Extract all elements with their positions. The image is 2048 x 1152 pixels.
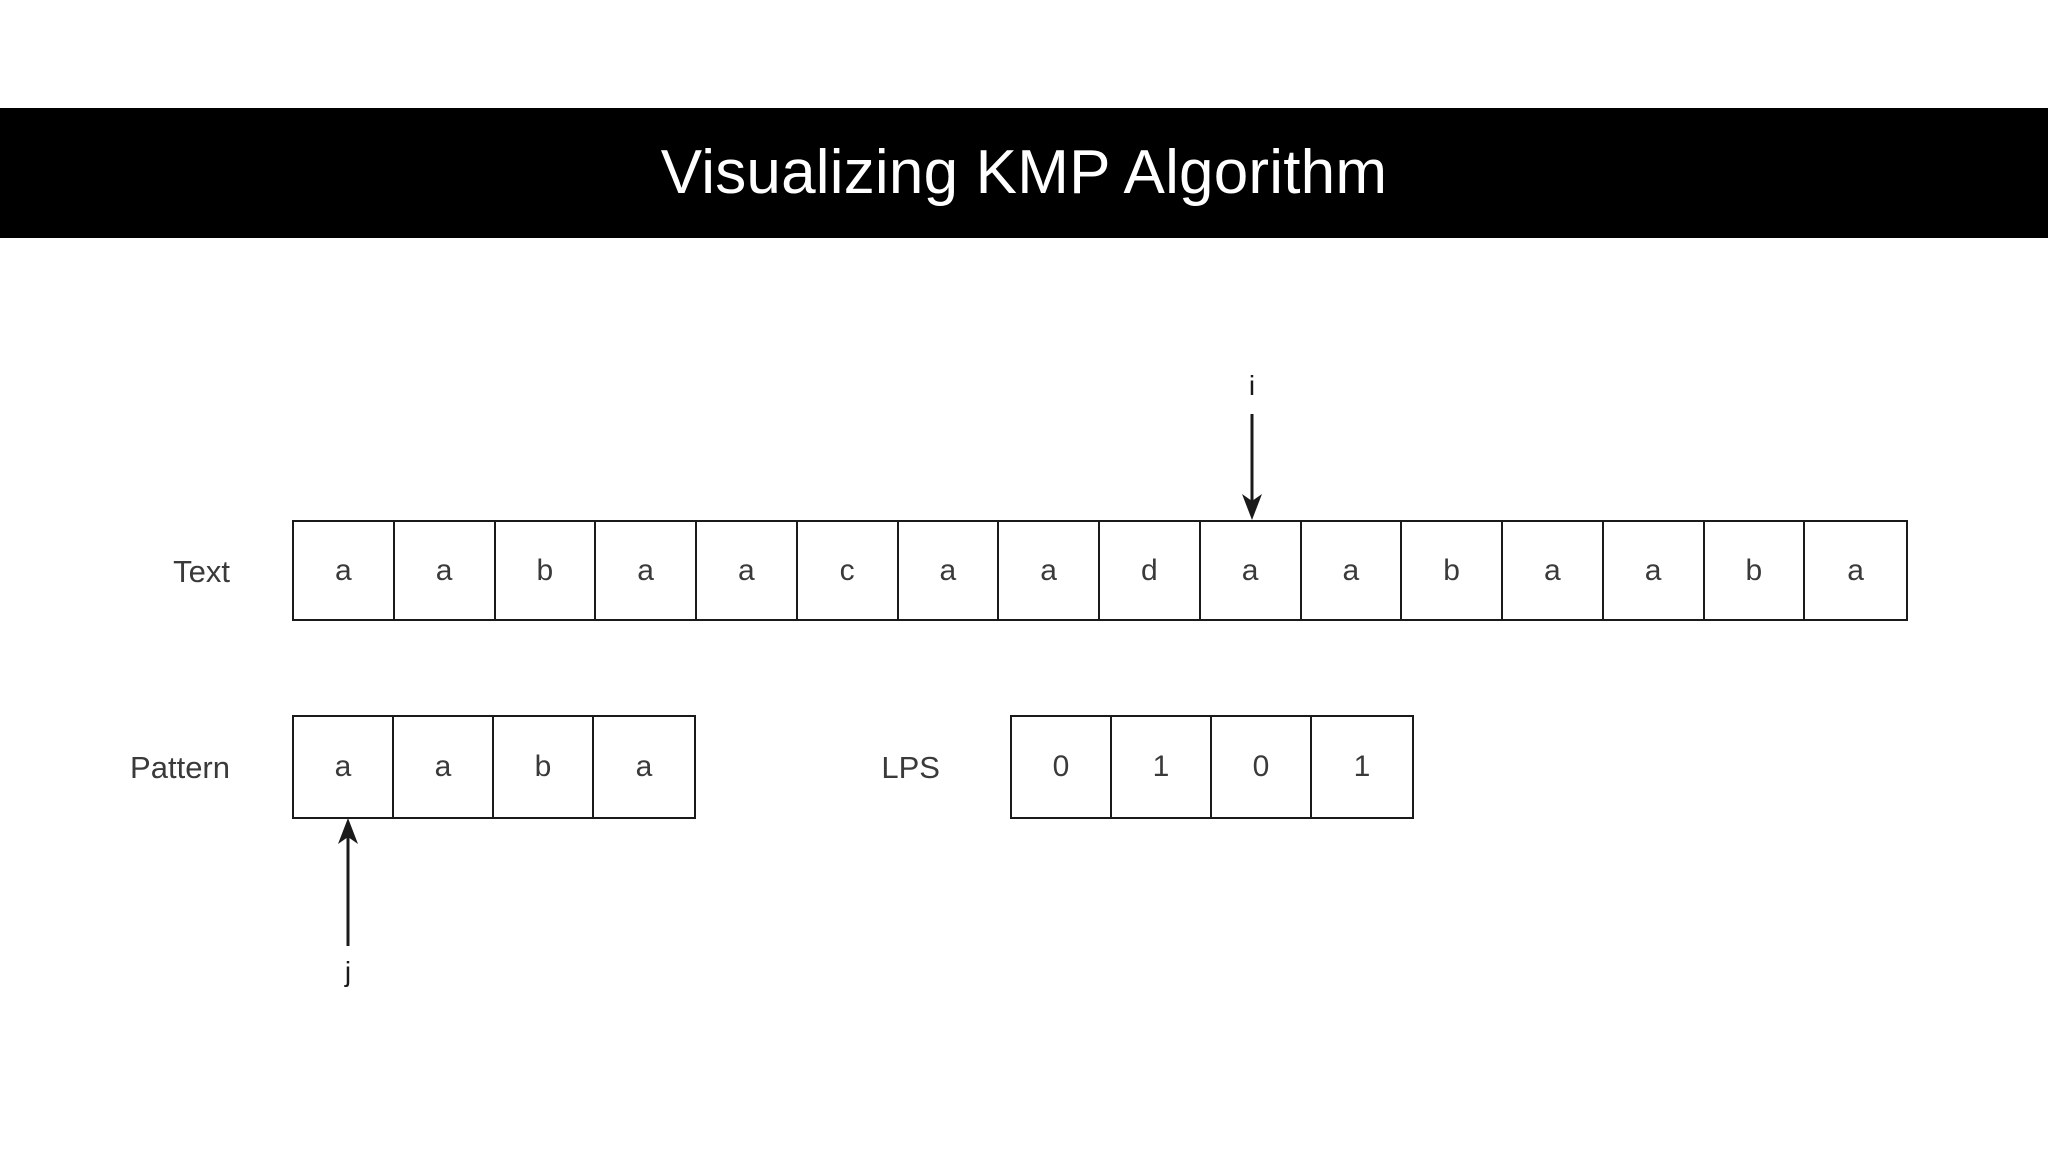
pattern-cell[interactable]: a [294,717,394,817]
text-cell[interactable]: a [1200,522,1302,619]
text-cell[interactable]: a [596,522,697,619]
pattern-row-label: Pattern [130,750,230,785]
text-row-label: Text [173,554,230,589]
text-cell[interactable]: a [1301,522,1403,619]
pattern-cell[interactable]: a [594,717,694,817]
pointer-i: i [1232,372,1272,522]
lps-cell[interactable]: 0 [1012,717,1112,817]
arrow-down-icon [1232,414,1272,522]
pointer-i-label: i [1248,370,1256,401]
text-cell[interactable]: b [1402,522,1503,619]
pointer-j-label: j [344,956,352,987]
text-array: a a b a a c a a d a a b a a b a [292,520,1908,621]
text-cell[interactable]: a [1603,522,1705,619]
text-cell[interactable]: a [898,522,1000,619]
text-cell[interactable]: d [1100,522,1201,619]
lps-cell[interactable]: 1 [1312,717,1412,817]
text-cell[interactable]: a [999,522,1100,619]
lps-cell[interactable]: 0 [1212,717,1312,817]
text-cell[interactable]: a [294,522,395,619]
lps-array: 0 1 0 1 [1010,715,1414,819]
pattern-cell[interactable]: a [394,717,494,817]
page-title: Visualizing KMP Algorithm [660,138,1388,207]
text-cell[interactable]: b [1704,522,1806,619]
text-cell[interactable]: b [495,522,597,619]
text-cell[interactable]: a [394,522,496,619]
pointer-j: j [328,818,368,998]
text-cell[interactable]: a [1503,522,1604,619]
title-banner: Visualizing KMP Algorithm [0,108,2048,238]
text-cell[interactable]: a [697,522,798,619]
lps-cell[interactable]: 1 [1112,717,1212,817]
pattern-array: a a b a [292,715,696,819]
pattern-cell[interactable]: b [494,717,594,817]
text-cell[interactable]: a [1805,522,1906,619]
text-cell[interactable]: c [797,522,899,619]
lps-row-label: LPS [881,750,940,785]
arrow-up-icon [328,818,368,946]
